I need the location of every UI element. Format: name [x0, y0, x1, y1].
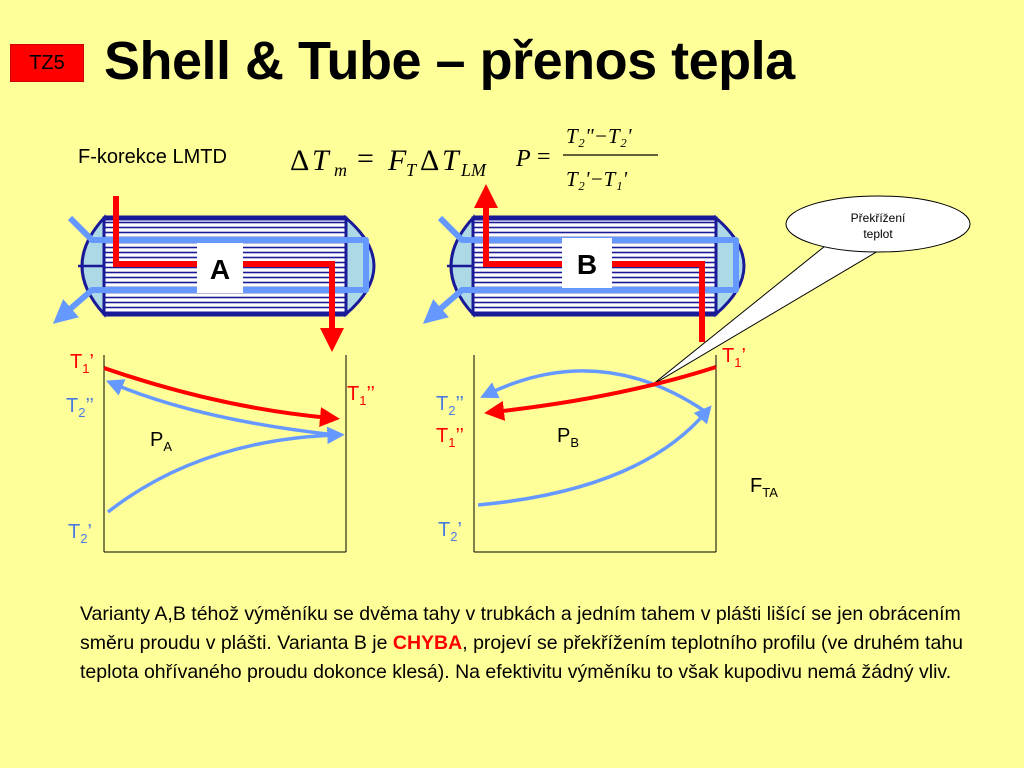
formula-f: F	[387, 144, 407, 177]
formula-delta-1: Δ	[290, 144, 309, 177]
graph-a-label-pa: PA	[150, 429, 172, 454]
formula: Δ T m = F T Δ T LM P = T₂"−T₂' T₂'−T₁'	[290, 124, 658, 191]
description-paragraph: Varianty A,B téhož výměníku se dvěma tah…	[80, 600, 1010, 687]
callout-line-1: Překřížení	[851, 211, 906, 225]
graph-b-cold-curve-pass-1	[477, 405, 712, 507]
callout-line-2: teplot	[863, 227, 893, 241]
graph-a-label-t2-in: T2’	[68, 521, 92, 546]
exchanger-b-right-head	[714, 214, 746, 318]
formula-sub-t: T	[406, 160, 418, 180]
description-part-2: , projeví se překřížením teplotního prof…	[80, 632, 963, 683]
formula-numerator: T₂"−T₂'	[566, 124, 632, 148]
graph-b-label-t1-out: T1’’	[436, 425, 464, 450]
exchanger-a-right-head	[344, 214, 376, 318]
graph-b-label-t1-in: T1’	[722, 345, 746, 370]
graph-b-cold-curve-pass-2	[480, 369, 707, 414]
graph-a-hot-curve	[103, 366, 340, 428]
graph-b-label-fta: FTA	[750, 475, 778, 500]
description-highlight: CHYBA	[392, 632, 463, 654]
graph-a-label-t1-out: T1’’	[347, 383, 375, 408]
exchanger-a-label-box	[197, 243, 243, 293]
slide-badge: TZ5	[10, 44, 84, 82]
description-part-1: Varianty A,B téhož výměníku se dvěma tah…	[80, 603, 961, 654]
graph-a: T1’ T2’’ T1’’ T2’ PA	[66, 351, 375, 553]
graph-b-label-t2-in: T2’	[438, 519, 462, 544]
callout-temperature-crossing: Překřížení teplot	[651, 195, 971, 386]
graph-b-label-t2-out: T2’’	[436, 393, 464, 418]
diagram: Δ T m = F T Δ T LM P = T₂"−T₂' T₂'−T₁' A	[52, 124, 971, 553]
formula-delta-2: Δ	[420, 144, 439, 177]
graph-a-label-t1-in: T1’	[70, 351, 94, 376]
formula-sub-m: m	[334, 160, 347, 180]
f-correction-label: F-korekce LMTD	[78, 146, 227, 168]
exchanger-a: A	[52, 196, 376, 352]
formula-t-2: T	[442, 144, 461, 177]
exchanger-b-label: B	[577, 249, 597, 280]
exchanger-a-cold-flow	[52, 215, 369, 324]
graph-a-label-t2-out: T2’’	[66, 395, 94, 420]
formula-p: P	[515, 146, 531, 172]
exchanger-b: B	[422, 184, 746, 342]
formula-t-1: T	[312, 144, 331, 177]
exchanger-b-cold-flow	[422, 215, 739, 324]
formula-denominator: T₂'−T₁'	[566, 167, 628, 191]
formula-equals-2: =	[537, 144, 551, 170]
graph-a-cold-curve-pass-1	[106, 426, 345, 514]
slide-title: Shell & Tube – přenos tepla	[104, 31, 795, 91]
graph-a-cold-curve-pass-2	[105, 379, 337, 437]
graph-b-label-pb: PB	[557, 425, 579, 450]
callout-bubble	[785, 195, 971, 253]
exchanger-b-label-box	[562, 238, 612, 288]
formula-sub-lm: LM	[460, 160, 487, 180]
exchanger-a-label: A	[210, 254, 230, 285]
graph-b: T1’ T2’’ T1’’ T2’ PB FTA	[436, 345, 778, 553]
graph-b-hot-curve	[484, 365, 717, 421]
formula-equals-1: =	[357, 142, 374, 175]
callout-joint-mask	[838, 232, 904, 240]
